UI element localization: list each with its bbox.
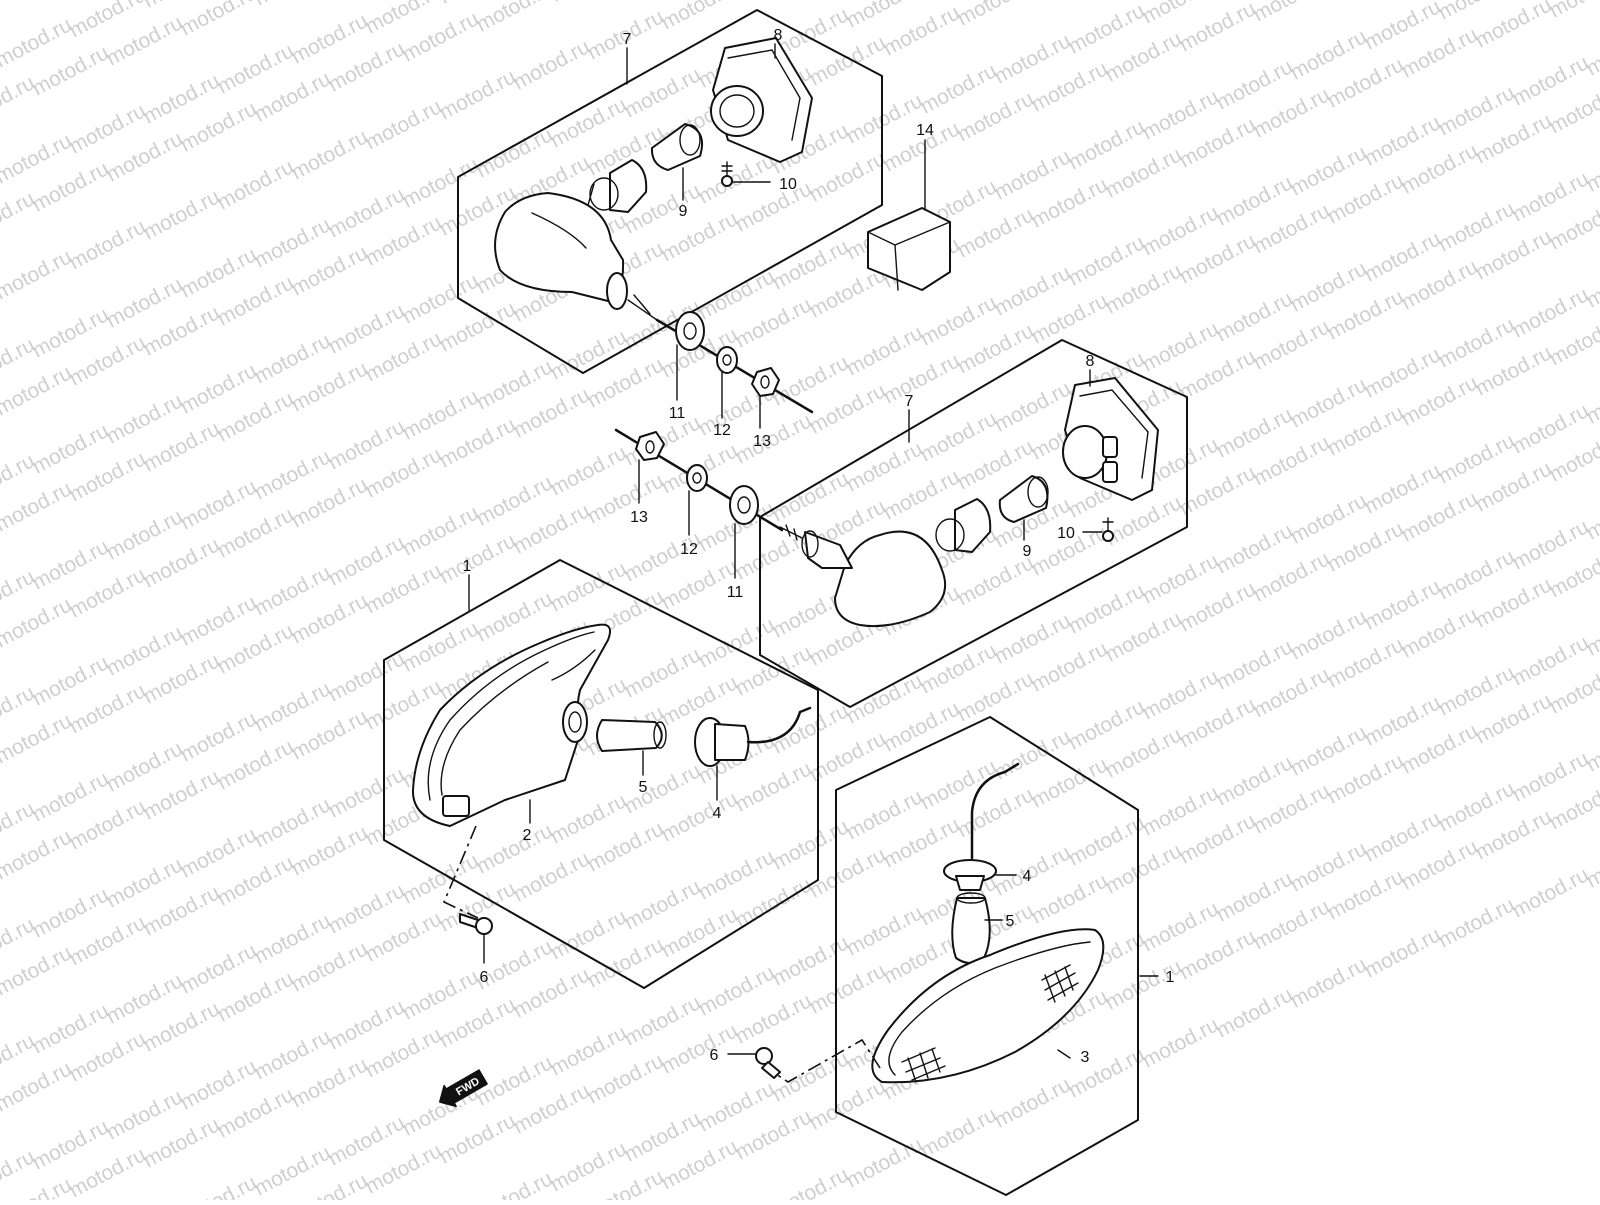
watermark-text: motod.ru <box>843 1133 927 1192</box>
watermark-text: motod.ru <box>1546 0 1600 22</box>
watermark-text: motod.ru <box>1176 0 1260 56</box>
callout-8-top: 8 <box>774 27 783 44</box>
watermark-text: motod.ru <box>0 709 76 768</box>
watermark-text: motod.ru <box>1287 953 1371 1012</box>
callout-4-left: 4 <box>713 805 722 822</box>
callout-9-middle: 9 <box>1023 543 1032 560</box>
watermark-text: motod.ru <box>0 593 76 652</box>
watermark-text: motod.ru <box>954 0 1038 30</box>
watermark-text: motod.ru <box>1435 893 1519 952</box>
watermark-text: motod.ru <box>0 825 76 884</box>
callout-12-middle: 12 <box>680 541 698 558</box>
watermark-text: motod.ru <box>1509 863 1593 922</box>
watermark-text: motod.ru <box>177 1171 261 1200</box>
callout-2: 2 <box>523 827 532 844</box>
watermark-text: motod.ru <box>769 1163 853 1200</box>
watermark-text: motod.ru <box>288 125 372 184</box>
watermark-text: motod.ru <box>510 35 594 94</box>
watermark-text: motod.ru <box>658 0 742 34</box>
callout-11-middle: 11 <box>727 584 744 601</box>
watermark-text: motod.ru <box>0 361 76 420</box>
watermark-text: motod.ru <box>473 0 557 36</box>
watermark-text: motod.ru <box>991 1073 1075 1132</box>
watermark-text: motod.ru <box>251 0 335 10</box>
watermark-text: motod.ru <box>177 0 261 40</box>
callout-1-right: 1 <box>1166 969 1175 986</box>
callout-5-right: 5 <box>1006 913 1015 930</box>
callout-7-top: 7 <box>623 31 632 48</box>
watermark-text: motod.ru <box>1065 1043 1149 1102</box>
watermark-text: motod.ru <box>0 941 76 1000</box>
watermark-text: motod.ru <box>473 1167 557 1200</box>
callout-14: 14 <box>916 122 934 139</box>
watermark-text: motod.ru <box>140 185 224 244</box>
callout-4-right: 4 <box>1023 868 1032 885</box>
watermark-text: motod.ru <box>0 245 76 304</box>
callout-6-left: 6 <box>480 969 489 986</box>
watermark-text: motod.ru <box>0 477 76 536</box>
watermark-text: motod.ru <box>917 1103 1001 1162</box>
callout-5-left: 5 <box>639 779 648 796</box>
callout-10-middle: 10 <box>1057 525 1075 542</box>
watermark-text: motod.ru <box>1250 0 1334 26</box>
callout-6-right: 6 <box>710 1047 719 1064</box>
watermark-text: motod.ru <box>0 1057 76 1116</box>
lens-part-3 <box>872 929 1103 1082</box>
callout-10-top: 10 <box>779 176 797 193</box>
watermark-text: motod.ru <box>1213 983 1297 1042</box>
callout-13-top: 13 <box>753 433 771 450</box>
callout-3: 3 <box>1081 1049 1090 1066</box>
lens-part-8-top <box>711 38 812 162</box>
screw-part-6-right <box>756 1048 780 1078</box>
callout-9-top: 9 <box>679 203 688 220</box>
callout-7-middle: 7 <box>905 393 914 410</box>
callout-13-middle: 13 <box>630 509 648 526</box>
watermark-text: motod.ru <box>66 215 150 274</box>
callout-1-left: 1 <box>463 558 472 575</box>
callout-11-top: 11 <box>669 405 686 422</box>
callout-12-top: 12 <box>713 422 731 439</box>
watermark-text: motod.ru <box>362 95 446 154</box>
callout-8-middle: 8 <box>1086 353 1095 370</box>
bulb-part-5-right <box>952 893 990 963</box>
watermark-text: motod.ru <box>1139 1013 1223 1072</box>
watermark-text: motod.ru <box>1472 0 1556 52</box>
watermark-text: motod.ru <box>436 65 520 124</box>
watermark-text: motod.ru <box>214 155 298 214</box>
watermark-text: motod.ru <box>732 0 816 4</box>
bulb-part-5-left <box>597 720 666 751</box>
watermark-text: motod.ru <box>1361 923 1445 982</box>
watermark-text: motod.ru <box>547 0 631 6</box>
